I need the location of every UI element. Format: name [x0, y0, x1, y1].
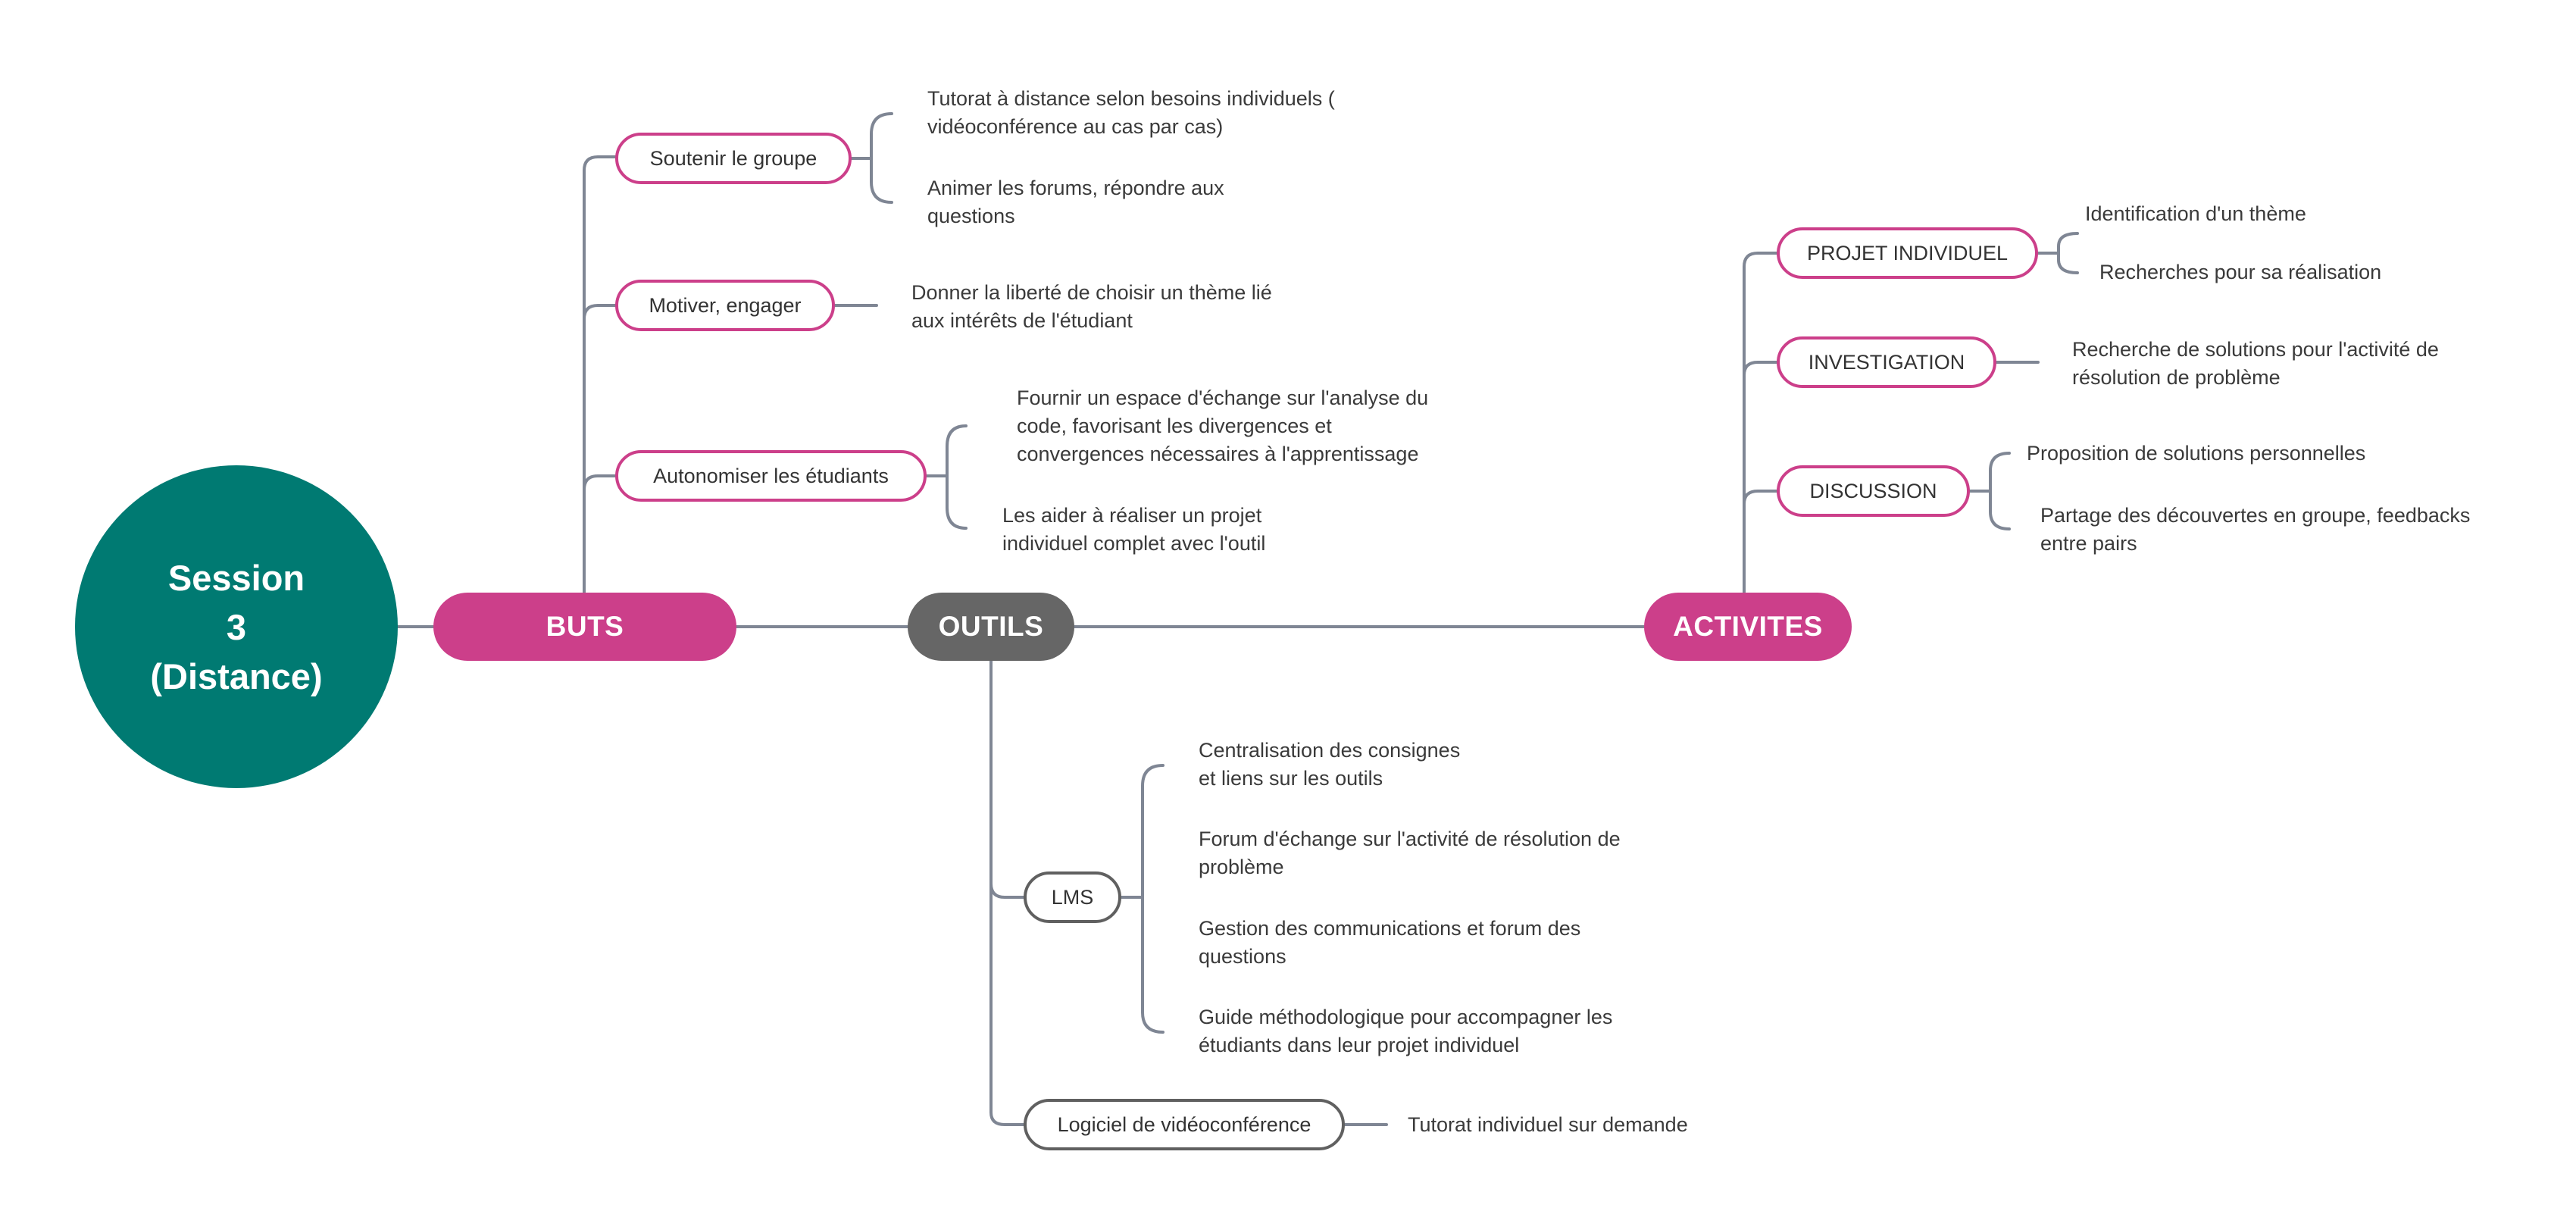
leaf-line: Tutorat à distance selon besoins individ…: [927, 87, 1335, 110]
leaf-line: étudiants dans leur projet individuel: [1199, 1034, 1520, 1056]
leaf-line: questions: [927, 205, 1015, 227]
leaf-guide-methodologique: Guide méthodologique pour accompagner le…: [1199, 1003, 1612, 1059]
node-autonomiser: Autonomiser les étudiants: [615, 450, 927, 502]
root-line-1: Session: [167, 557, 305, 598]
node-discussion: DISCUSSION: [1777, 465, 1970, 517]
leaf-line: entre pairs: [2040, 532, 2137, 555]
leaf-line: Recherches pour sa réalisation: [2099, 261, 2382, 283]
leaf-partage-decouvertes: Partage des découvertes en groupe, feedb…: [2040, 502, 2470, 558]
leaf-line: code, favorisant les divergences et: [1017, 415, 1332, 437]
root-line-2: 3: [226, 606, 247, 647]
branch-outils-label: OUTILS: [938, 611, 1044, 642]
branch-activites: ACTIVITES: [1644, 593, 1852, 661]
connector-activites-trunk: [1743, 252, 1778, 594]
bracket-discussion: [1989, 452, 2011, 530]
leaf-line: Recherche de solutions pour l'activité d…: [2072, 338, 2439, 361]
node-soutenir-le-groupe: Soutenir le groupe: [615, 133, 852, 184]
leaf-line: Guide méthodologique pour accompagner le…: [1199, 1006, 1613, 1028]
node-label: Motiver, engager: [649, 293, 802, 317]
connector-activites-discussion: [1743, 490, 1778, 505]
leaf-line: Les aider à réaliser un projet: [1002, 504, 1262, 527]
node-projet-individuel: PROJET INDIVIDUEL: [1777, 227, 2038, 279]
node-label: LMS: [1051, 885, 1094, 909]
bracket-autonomiser: [946, 424, 968, 530]
root-line-3: (Distance): [150, 656, 323, 696]
leaf-line: résolution de problème: [2072, 366, 2281, 389]
node-label: DISCUSSION: [1809, 479, 1937, 502]
leaf-line: Partage des découvertes en groupe, feedb…: [2040, 504, 2471, 527]
leaf-line: Tutorat individuel sur demande: [1408, 1113, 1688, 1136]
leaf-tutorat-sur-demande: Tutorat individuel sur demande: [1408, 1111, 1688, 1139]
leaf-line: vidéoconférence au cas par cas): [927, 115, 1224, 138]
branch-buts: BUTS: [433, 593, 736, 661]
root-node: Session 3 (Distance): [75, 465, 398, 788]
leaf-line: et liens sur les outils: [1199, 767, 1383, 790]
node-label: Soutenir le groupe: [649, 146, 818, 170]
leaf-line: individuel complet avec l'outil: [1002, 532, 1266, 555]
branch-activites-label: ACTIVITES: [1673, 611, 1823, 642]
leaf-line: aux intérêts de l'étudiant: [911, 309, 1133, 332]
connector-outils-lms: [989, 882, 1025, 899]
connector-buts-motiver: [583, 304, 617, 321]
node-logiciel-videoconference: Logiciel de vidéoconférence: [1024, 1099, 1345, 1150]
node-label: Autonomiser les étudiants: [653, 464, 889, 487]
leaf-liberte-theme: Donner la liberté de choisir un thème li…: [911, 279, 1272, 335]
bracket-soutenir: [870, 112, 893, 204]
bracket-projet: [2057, 232, 2079, 274]
leaf-line: Animer les forums, répondre aux: [927, 177, 1224, 199]
node-label: Logiciel de vidéoconférence: [1057, 1112, 1311, 1136]
leaf-gestion-communications: Gestion des communications et forum des …: [1199, 915, 1580, 971]
leaf-line: questions: [1199, 945, 1286, 968]
branch-outils: OUTILS: [908, 593, 1074, 661]
leaf-animer-forums: Animer les forums, répondre aux question…: [927, 174, 1224, 230]
leaf-line: Identification d'un thème: [2085, 202, 2306, 225]
node-motiver-engager: Motiver, engager: [615, 280, 835, 331]
leaf-line: Gestion des communications et forum des: [1199, 917, 1581, 940]
leaf-line: Centralisation des consignes: [1199, 739, 1461, 762]
leaf-espace-echange: Fournir un espace d'échange sur l'analys…: [1017, 384, 1428, 468]
leaf-tutorat-distance: Tutorat à distance selon besoins individ…: [927, 85, 1335, 141]
leaf-centralisation: Centralisation des consignes et liens su…: [1199, 737, 1460, 793]
connector-outils-trunk: [989, 659, 1025, 1126]
bracket-lms: [1141, 764, 1165, 1034]
leaf-recherches-realisation: Recherches pour sa réalisation: [2099, 258, 2381, 286]
leaf-recherche-solutions: Recherche de solutions pour l'activité d…: [2072, 336, 2439, 392]
leaf-forum-echange: Forum d'échange sur l'activité de résolu…: [1199, 825, 1621, 881]
branch-buts-label: BUTS: [546, 611, 624, 642]
connector-activites-investigation: [1743, 361, 1778, 377]
node-label: PROJET INDIVIDUEL: [1806, 241, 2009, 264]
connector-buts-autonomiser: [583, 474, 617, 491]
leaf-line: Forum d'échange sur l'activité de résolu…: [1199, 828, 1621, 850]
leaf-projet-individuel-complet: Les aider à réaliser un projet individue…: [1002, 502, 1265, 558]
connector-buts-trunk: [583, 155, 617, 594]
leaf-line: Proposition de solutions personnelles: [2027, 442, 2366, 465]
leaf-line: Fournir un espace d'échange sur l'analys…: [1017, 386, 1429, 409]
leaf-line: Donner la liberté de choisir un thème li…: [911, 281, 1272, 304]
leaf-identification-theme: Identification d'un thème: [2085, 200, 2306, 228]
node-label: INVESTIGATION: [1808, 350, 1965, 374]
leaf-line: convergences nécessaires à l'apprentissa…: [1017, 443, 1419, 465]
leaf-proposition-solutions: Proposition de solutions personnelles: [2027, 440, 2365, 468]
leaf-line: problème: [1199, 856, 1284, 878]
node-investigation: INVESTIGATION: [1777, 336, 1996, 388]
node-lms: LMS: [1024, 871, 1121, 923]
